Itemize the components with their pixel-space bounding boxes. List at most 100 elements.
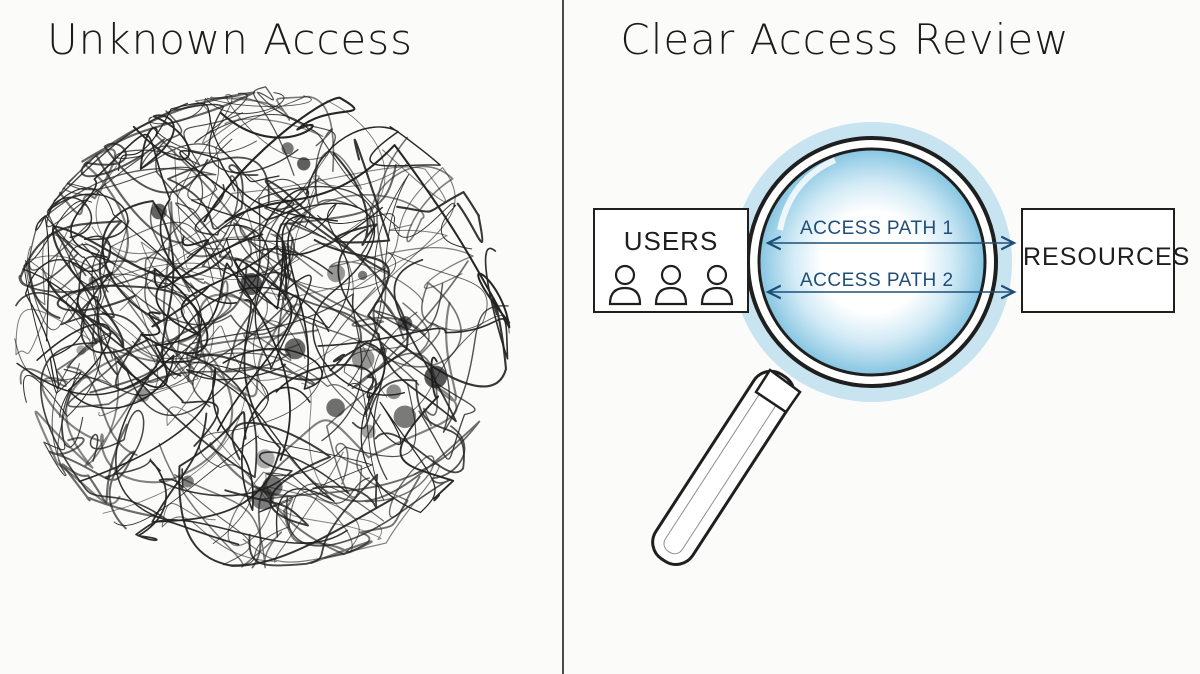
user-icons	[605, 262, 737, 306]
tangled-scribble	[14, 86, 511, 569]
resources-box: RESOURCES	[1021, 208, 1191, 313]
scribble-stroke	[16, 323, 175, 409]
scribble-stroke	[117, 102, 280, 183]
scribble-stroke	[140, 143, 239, 319]
scribble-stroke	[132, 114, 191, 170]
scribble-stroke	[60, 255, 165, 391]
access-path-1-label: ACCESS PATH 1	[800, 218, 954, 239]
scribble-stroke	[266, 383, 417, 504]
scribble-stroke	[127, 248, 205, 386]
scribble-stroke	[167, 156, 270, 230]
scribble-stroke	[325, 302, 430, 498]
scribble-stroke	[181, 483, 385, 566]
scribble-stroke	[155, 110, 239, 270]
scribble-stroke	[203, 96, 356, 223]
scribble-stroke	[25, 259, 203, 391]
scribble-stroke	[67, 236, 294, 408]
left-panel-title: Unknown Access	[46, 15, 414, 64]
scribble-stroke	[237, 186, 448, 301]
scribble-stroke	[206, 95, 312, 235]
scribble-knot	[88, 276, 98, 286]
scribble-stroke	[119, 236, 300, 322]
scribble-stroke	[58, 148, 129, 279]
scribble-knot	[240, 273, 263, 295]
scribble-knot	[255, 449, 275, 469]
scribble-stroke	[22, 244, 102, 417]
scribble-stroke	[63, 138, 233, 201]
user-icon	[700, 264, 734, 306]
scribble-stroke	[199, 320, 325, 545]
scribble-knot	[327, 264, 346, 283]
scribble-stroke	[194, 92, 399, 228]
scribble-stroke	[227, 471, 353, 563]
scribble-stroke	[34, 336, 180, 505]
users-label: USERS	[623, 226, 719, 256]
scribble-knot	[386, 384, 402, 400]
scribble-stroke	[113, 435, 373, 526]
scribble-knot	[135, 388, 150, 403]
scribble-stroke	[95, 312, 300, 364]
scribble-stroke	[293, 165, 454, 243]
scribble-stroke	[253, 86, 336, 176]
scribble-stroke	[95, 165, 289, 530]
scribble-stroke	[63, 293, 363, 442]
scribble-stroke	[14, 221, 215, 386]
scribble-stroke	[89, 410, 152, 480]
scribble-stroke	[372, 339, 476, 480]
right-panel-title: Clear Access Review	[620, 15, 1070, 64]
scribble-stroke	[19, 336, 138, 456]
scribble-stroke	[351, 260, 469, 427]
scribble-stroke	[275, 341, 386, 399]
scribble-stroke	[161, 451, 344, 563]
scribble-knot	[379, 346, 387, 355]
scribble-stroke	[81, 91, 256, 244]
scribble-stroke	[61, 423, 162, 519]
scribble-stroke	[20, 220, 123, 319]
scribble-stroke	[46, 187, 269, 424]
scribble-stroke	[239, 128, 359, 294]
users-box: USERS	[593, 208, 749, 313]
scribble-stroke	[194, 184, 333, 302]
scribble-stroke	[148, 92, 285, 154]
scribble-knot	[281, 142, 294, 155]
resources-label: RESOURCES	[1023, 243, 1191, 271]
scribble-stroke	[81, 243, 299, 408]
scribble-stroke	[278, 301, 458, 459]
scribble-stroke	[270, 151, 363, 277]
scribble-stroke	[66, 149, 205, 376]
scribble-stroke	[265, 382, 383, 540]
scribble-stroke	[225, 222, 327, 386]
scribble-knot	[326, 398, 345, 418]
scribble-knot	[393, 405, 417, 429]
scribble-knot	[151, 203, 167, 220]
scribble-stroke	[158, 442, 283, 569]
scribble-stroke	[15, 203, 91, 356]
scribble-knot	[424, 365, 448, 389]
scribble-knot	[357, 270, 368, 281]
magnifying-glass-icon	[651, 122, 1012, 566]
user-icon	[608, 264, 642, 306]
scribble-knot	[262, 476, 283, 497]
scribble-stroke	[48, 436, 136, 530]
scribble-stroke	[186, 203, 350, 329]
scribble-knot	[284, 338, 306, 360]
scribble-stroke	[47, 193, 129, 273]
scribble-stroke	[224, 421, 332, 527]
scribble-stroke	[101, 200, 210, 377]
scribble-knot	[361, 424, 376, 439]
scribble-stroke	[224, 144, 511, 329]
scribble-stroke	[28, 255, 199, 417]
scribble-stroke	[78, 367, 311, 512]
scribble-stroke	[347, 173, 410, 501]
scribble-stroke	[360, 383, 436, 514]
scribble-knot	[181, 475, 194, 488]
scribble-stroke	[28, 167, 221, 271]
scribble-knot	[351, 347, 375, 371]
scribble-stroke	[43, 381, 84, 476]
scribble-stroke	[70, 133, 238, 305]
scribble-knot	[397, 316, 413, 331]
scribble-stroke	[253, 475, 421, 556]
scribble-stroke	[46, 224, 232, 349]
